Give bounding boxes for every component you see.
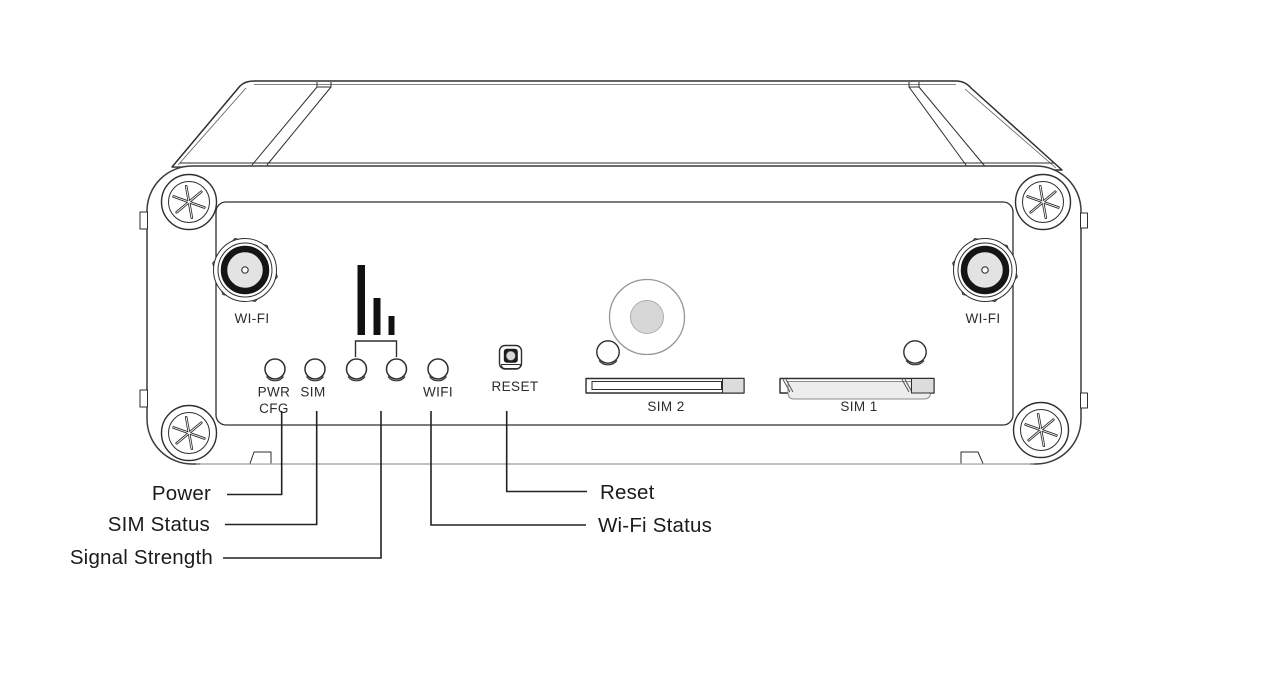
antenna-left-label: WI-FI [235, 311, 270, 326]
side-tab-right-top [1080, 212, 1088, 229]
sim2-slot-tab [722, 378, 745, 394]
sim1-tray-hatch-right [901, 379, 913, 393]
corner-screws [160, 173, 1072, 462]
callout-power: Power [152, 482, 211, 505]
reset-button [498, 344, 523, 370]
sim1-slot-tab [911, 378, 935, 394]
led-sim [304, 358, 326, 382]
side-tab-left-top [139, 211, 148, 230]
wifi-antenna-left [212, 238, 278, 302]
corner-screw-top-right [1014, 173, 1072, 231]
side-tab-right-bottom [1080, 392, 1088, 409]
sim1-slot-tray [787, 381, 931, 400]
corner-screw-bottom-right [1012, 401, 1070, 459]
sim2-slot [585, 377, 745, 394]
circular-cutout [608, 278, 686, 356]
signal-bars-icon [357, 265, 395, 335]
callout-sim-status: SIM Status [108, 513, 210, 536]
leader-wifi-status [430, 411, 586, 526]
reset-button-pin [505, 350, 516, 361]
leader-sim-status [225, 411, 318, 526]
sim1-eject-button [903, 340, 927, 366]
leader-signal-strength [223, 411, 382, 559]
antenna-right-label: WI-FI [966, 311, 1001, 326]
wifi-antenna-right [952, 238, 1018, 302]
led-wifi [427, 358, 449, 382]
callout-reset: Reset [600, 481, 655, 504]
callout-wifi-status: Wi-Fi Status [598, 514, 712, 537]
sim2-slot-label: SIM 2 [647, 399, 684, 414]
callout-leaders [223, 411, 587, 559]
corner-screw-top-left [160, 173, 218, 231]
led-label-sim: SIM [300, 385, 325, 400]
signal-leds-bracket [354, 340, 398, 357]
led-power [264, 358, 286, 382]
led-label-wifi: WIFI [423, 385, 453, 400]
sim1-slot-label: SIM 1 [840, 399, 877, 414]
callout-signal-strength: Signal Strength [70, 546, 213, 569]
led-label-pwr: PWR [258, 385, 291, 400]
reset-label: RESET [491, 379, 538, 394]
bottom-notch-right [960, 451, 984, 464]
bottom-notch-left [249, 451, 272, 464]
device-top-face [171, 80, 1063, 179]
status-leds [264, 358, 449, 382]
top-face-inner-edge-right [964, 88, 1057, 169]
led-label-cfg: CFG [259, 401, 289, 416]
top-face-inner-edge-left [177, 87, 247, 166]
sim1-slot [779, 377, 935, 400]
leader-power [227, 411, 283, 496]
sim2-slot-tray [591, 381, 722, 390]
top-face-outline [171, 80, 1063, 171]
side-tab-left-bottom [139, 389, 148, 408]
sim1-tray-hatch-left [782, 379, 794, 393]
leader-reset [505, 411, 587, 493]
corner-screw-bottom-left [160, 404, 218, 462]
led-signal-2 [385, 358, 408, 382]
led-signal-1 [345, 358, 368, 382]
sim2-eject-button [596, 340, 620, 366]
